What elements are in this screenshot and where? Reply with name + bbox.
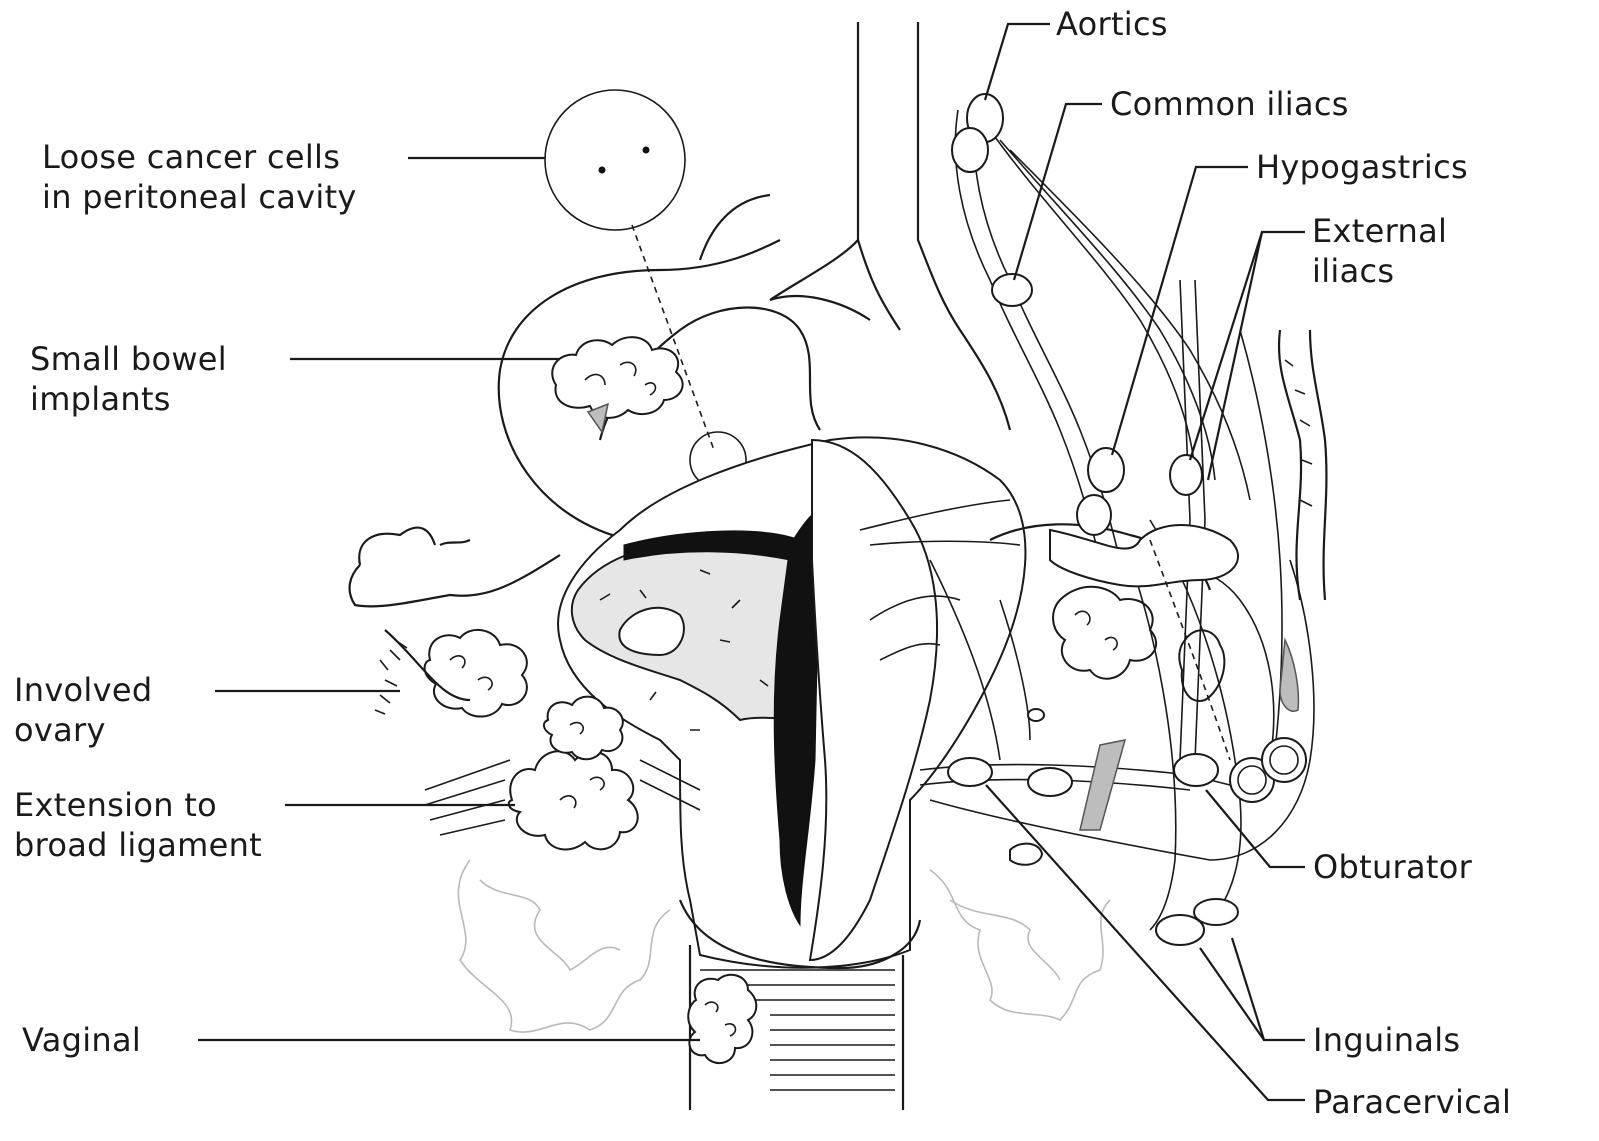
label-line: Small bowel [30,339,227,379]
vaginal-implant [688,975,756,1063]
label-line: iliacs [1312,251,1447,291]
peritoneal-cells-inset [545,90,746,488]
label-line: Loose cancer cells [42,137,357,177]
uterus [558,437,1025,967]
label-line: ovary [14,710,152,750]
label-line: External [1312,211,1447,251]
aorta-vessel [770,22,1010,430]
label-paracervical: Paracervical [1313,1082,1511,1122]
label-loose-cancer-cells: Loose cancer cells in peritoneal cavity [42,137,357,217]
label-line: Involved [14,670,152,710]
label-line: Obturator [1313,847,1472,887]
label-small-bowel-implants: Small bowel implants [30,339,227,419]
label-line: broad ligament [14,825,262,865]
label-involved-ovary: Involved ovary [14,670,152,750]
label-line: Hypogastrics [1256,147,1468,187]
small-bowel-implant [552,337,682,432]
label-line: implants [30,379,227,419]
label-hypogastrics: Hypogastrics [1256,147,1468,187]
label-external-iliacs: External iliacs [1312,211,1447,291]
label-line: in peritoneal cavity [42,177,357,217]
label-broad-ligament: Extension to broad ligament [14,785,262,865]
label-vaginal: Vaginal [22,1020,141,1060]
label-obturator: Obturator [1313,847,1472,887]
label-inguinals: Inguinals [1313,1020,1460,1060]
label-common-iliacs: Common iliacs [1110,84,1349,124]
left-adnexa [350,528,560,717]
label-line: Inguinals [1313,1020,1460,1060]
label-line: Vaginal [22,1020,141,1060]
label-line: Common iliacs [1110,84,1349,124]
label-line: Extension to [14,785,262,825]
label-line: Paracervical [1313,1082,1511,1122]
label-aortics: Aortics [1056,4,1168,44]
label-line: Aortics [1056,4,1168,44]
